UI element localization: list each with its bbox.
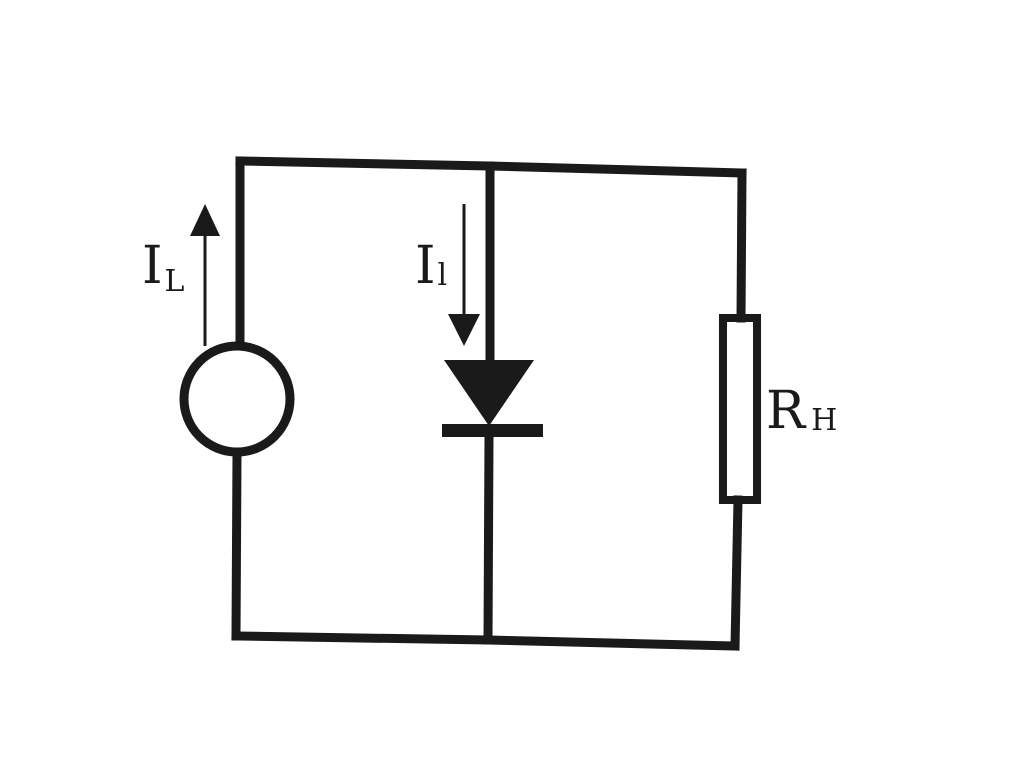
diode-symbol — [442, 360, 543, 437]
right-wire-lower — [730, 495, 743, 651]
middle-wire-lower — [483, 432, 494, 645]
diode-bar — [442, 424, 543, 437]
load-resistor-symbol — [719, 314, 761, 504]
circuit-wiring — [231, 156, 747, 651]
current-source-symbol — [179, 341, 295, 457]
source-current-arrow — [190, 204, 220, 346]
diode-current-label: Il — [415, 236, 447, 296]
right-wire-upper — [736, 168, 747, 323]
arrow-down-icon — [448, 314, 480, 346]
arrow-up-icon — [190, 204, 220, 236]
diode-triangle — [444, 360, 534, 426]
left-wire-lower — [231, 450, 242, 641]
source-current-label: IL — [142, 236, 185, 299]
diode-current-arrow — [448, 204, 480, 346]
